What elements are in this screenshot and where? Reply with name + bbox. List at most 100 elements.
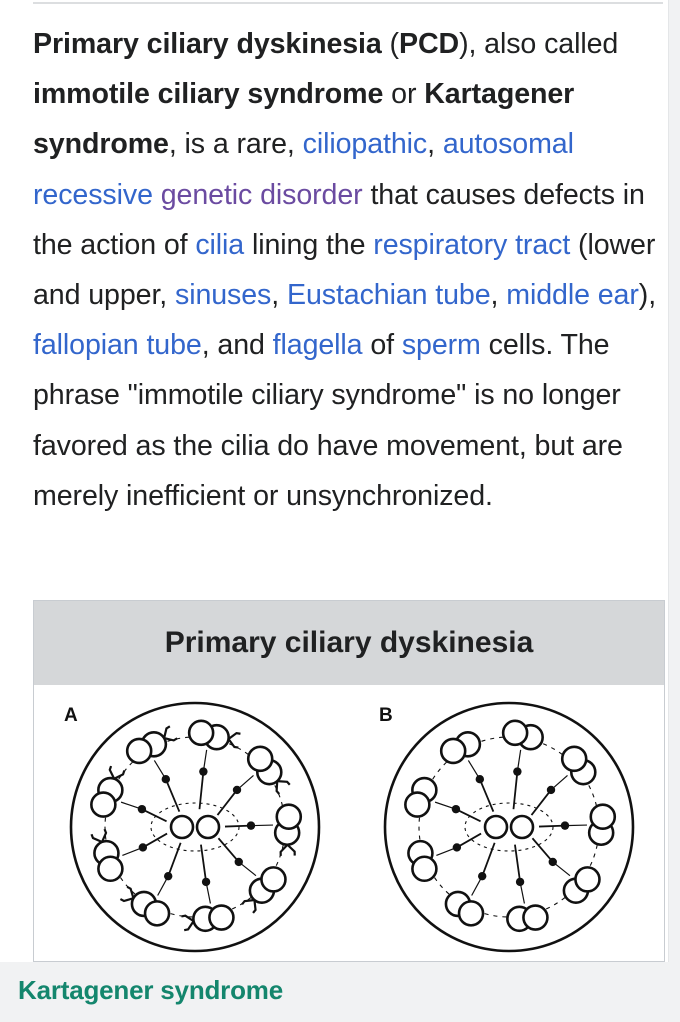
text-run: (lower and upper,: [33, 228, 656, 312]
text-run: of: [362, 329, 402, 362]
doublet-tubule-b: [501, 719, 529, 747]
radial-spoke: [531, 837, 554, 863]
doublet-tubule-b: [143, 900, 171, 927]
doublet-tubule-b: [439, 737, 467, 765]
central-microtubule: [483, 814, 509, 840]
link-sperm[interactable]: sperm: [401, 329, 481, 362]
text-run: that causes defects in the action of: [33, 178, 645, 261]
text-run: , is a rare,: [168, 128, 303, 161]
link-eustachian-tube[interactable]: Eustachian tube: [286, 279, 491, 312]
spoke-link: [153, 760, 167, 780]
link-respiratory-tract[interactable]: respiratory tract: [373, 228, 571, 261]
cross-section-b: [383, 701, 635, 953]
text-run: ,: [427, 128, 443, 161]
spoke-link: [250, 824, 273, 827]
doublet-tubule-b: [125, 737, 153, 765]
spoke-link: [564, 824, 587, 827]
spoke-link: [236, 774, 254, 791]
infobox-image[interactable]: A B: [34, 685, 664, 961]
dynein-inner-arm: [279, 843, 289, 856]
dynein-inner-arm: [227, 738, 239, 749]
dynein-outer-arm: [108, 765, 116, 780]
radial-spoke: [481, 842, 496, 877]
spoke-link: [120, 801, 143, 810]
radial-spoke: [217, 837, 240, 863]
text-run: [153, 179, 161, 211]
spoke-head: [138, 843, 148, 852]
doublet-tubule-b: [275, 803, 303, 830]
alt-name-2: Kartagener syndrome: [33, 78, 575, 161]
central-microtubule: [195, 814, 221, 840]
radial-spoke: [456, 832, 482, 849]
dynein-inner-arm: [113, 770, 126, 780]
link-genetic-disorder[interactable]: genetic disorder: [160, 178, 363, 211]
spoke-link: [467, 760, 481, 780]
figure-label-b: B: [379, 705, 393, 726]
central-microtubule: [509, 814, 535, 840]
alt-name-1: immotile ciliary syndrome: [33, 78, 384, 111]
divider: [33, 2, 663, 4]
infobox-title: Primary ciliary dyskinesia: [34, 601, 664, 685]
doublet-tubule-b: [208, 904, 235, 931]
radial-spoke: [141, 808, 167, 823]
cilia-cross-section-diagram: [69, 701, 635, 953]
radial-spoke: [198, 771, 205, 810]
link-autosomal-recessive[interactable]: autosomal recessive: [33, 128, 574, 211]
radial-spoke: [216, 789, 238, 816]
doublet-tubule-b: [411, 855, 438, 883]
dynein-outer-arm: [163, 725, 171, 739]
radial-spoke: [455, 808, 481, 823]
spoke-link: [122, 846, 144, 857]
spoke-head: [515, 877, 525, 887]
radial-spoke: [167, 842, 182, 877]
text-run: cells. The phrase "immotile ciliary synd…: [33, 329, 623, 512]
article-term: Primary ciliary dyskinesia: [33, 28, 382, 60]
kartagener-syndrome-link[interactable]: Kartagener syndrome: [18, 975, 283, 1005]
spoke-link: [436, 846, 458, 857]
link-cilia[interactable]: cilia: [195, 228, 245, 261]
doublet-tubule-b: [589, 803, 617, 830]
spoke-head: [161, 775, 171, 784]
central-sheath: [464, 802, 554, 852]
dynein-outer-arm: [277, 780, 291, 786]
central-sheath: [150, 802, 240, 852]
link-ciliopathic[interactable]: ciliopathic: [302, 128, 428, 161]
text-run: or: [383, 78, 425, 111]
spoke-link: [471, 875, 483, 896]
spoke-link: [550, 774, 568, 791]
doublet-tubule-b: [90, 791, 117, 818]
spoke-link: [552, 861, 571, 877]
dynein-inner-arm: [275, 781, 281, 795]
doublet-tubule-b: [404, 791, 431, 818]
central-microtubule: [169, 814, 195, 840]
link-flagella[interactable]: flagella: [272, 329, 363, 362]
radial-spoke: [514, 844, 521, 883]
doublet-tubule-b: [522, 904, 549, 931]
dynein-outer-arm: [252, 899, 257, 914]
radial-spoke: [478, 778, 495, 812]
dynein-inner-arm: [241, 898, 255, 905]
dynein-inner-arm: [101, 828, 108, 843]
article-page: Primary ciliary dyskinesia (PCD), also c…: [0, 0, 669, 962]
spoke-link: [516, 749, 522, 772]
dynein-outer-arm: [119, 897, 134, 903]
spoke-link: [434, 801, 457, 810]
link-sinuses[interactable]: sinuses: [175, 279, 272, 312]
radial-spoke: [142, 832, 168, 849]
spoke-link: [238, 861, 257, 877]
spoke-head: [199, 767, 208, 776]
text-run: lining the: [244, 228, 374, 261]
dynein-inner-arm: [126, 885, 135, 899]
radial-spoke: [164, 778, 181, 812]
doublet-tubule-b: [560, 745, 588, 773]
text-run: ,: [490, 279, 507, 312]
radial-spoke: [538, 824, 566, 828]
spoke-head: [137, 804, 147, 814]
link-middle-ear[interactable]: middle ear: [506, 279, 639, 312]
article-abbr: PCD: [398, 28, 460, 60]
spoke-link: [205, 881, 212, 904]
spoke-link: [519, 881, 526, 904]
doublet-tubule-b: [457, 900, 485, 927]
text-run: ),: [638, 279, 657, 312]
link-fallopian-tube[interactable]: fallopian tube: [33, 329, 202, 362]
